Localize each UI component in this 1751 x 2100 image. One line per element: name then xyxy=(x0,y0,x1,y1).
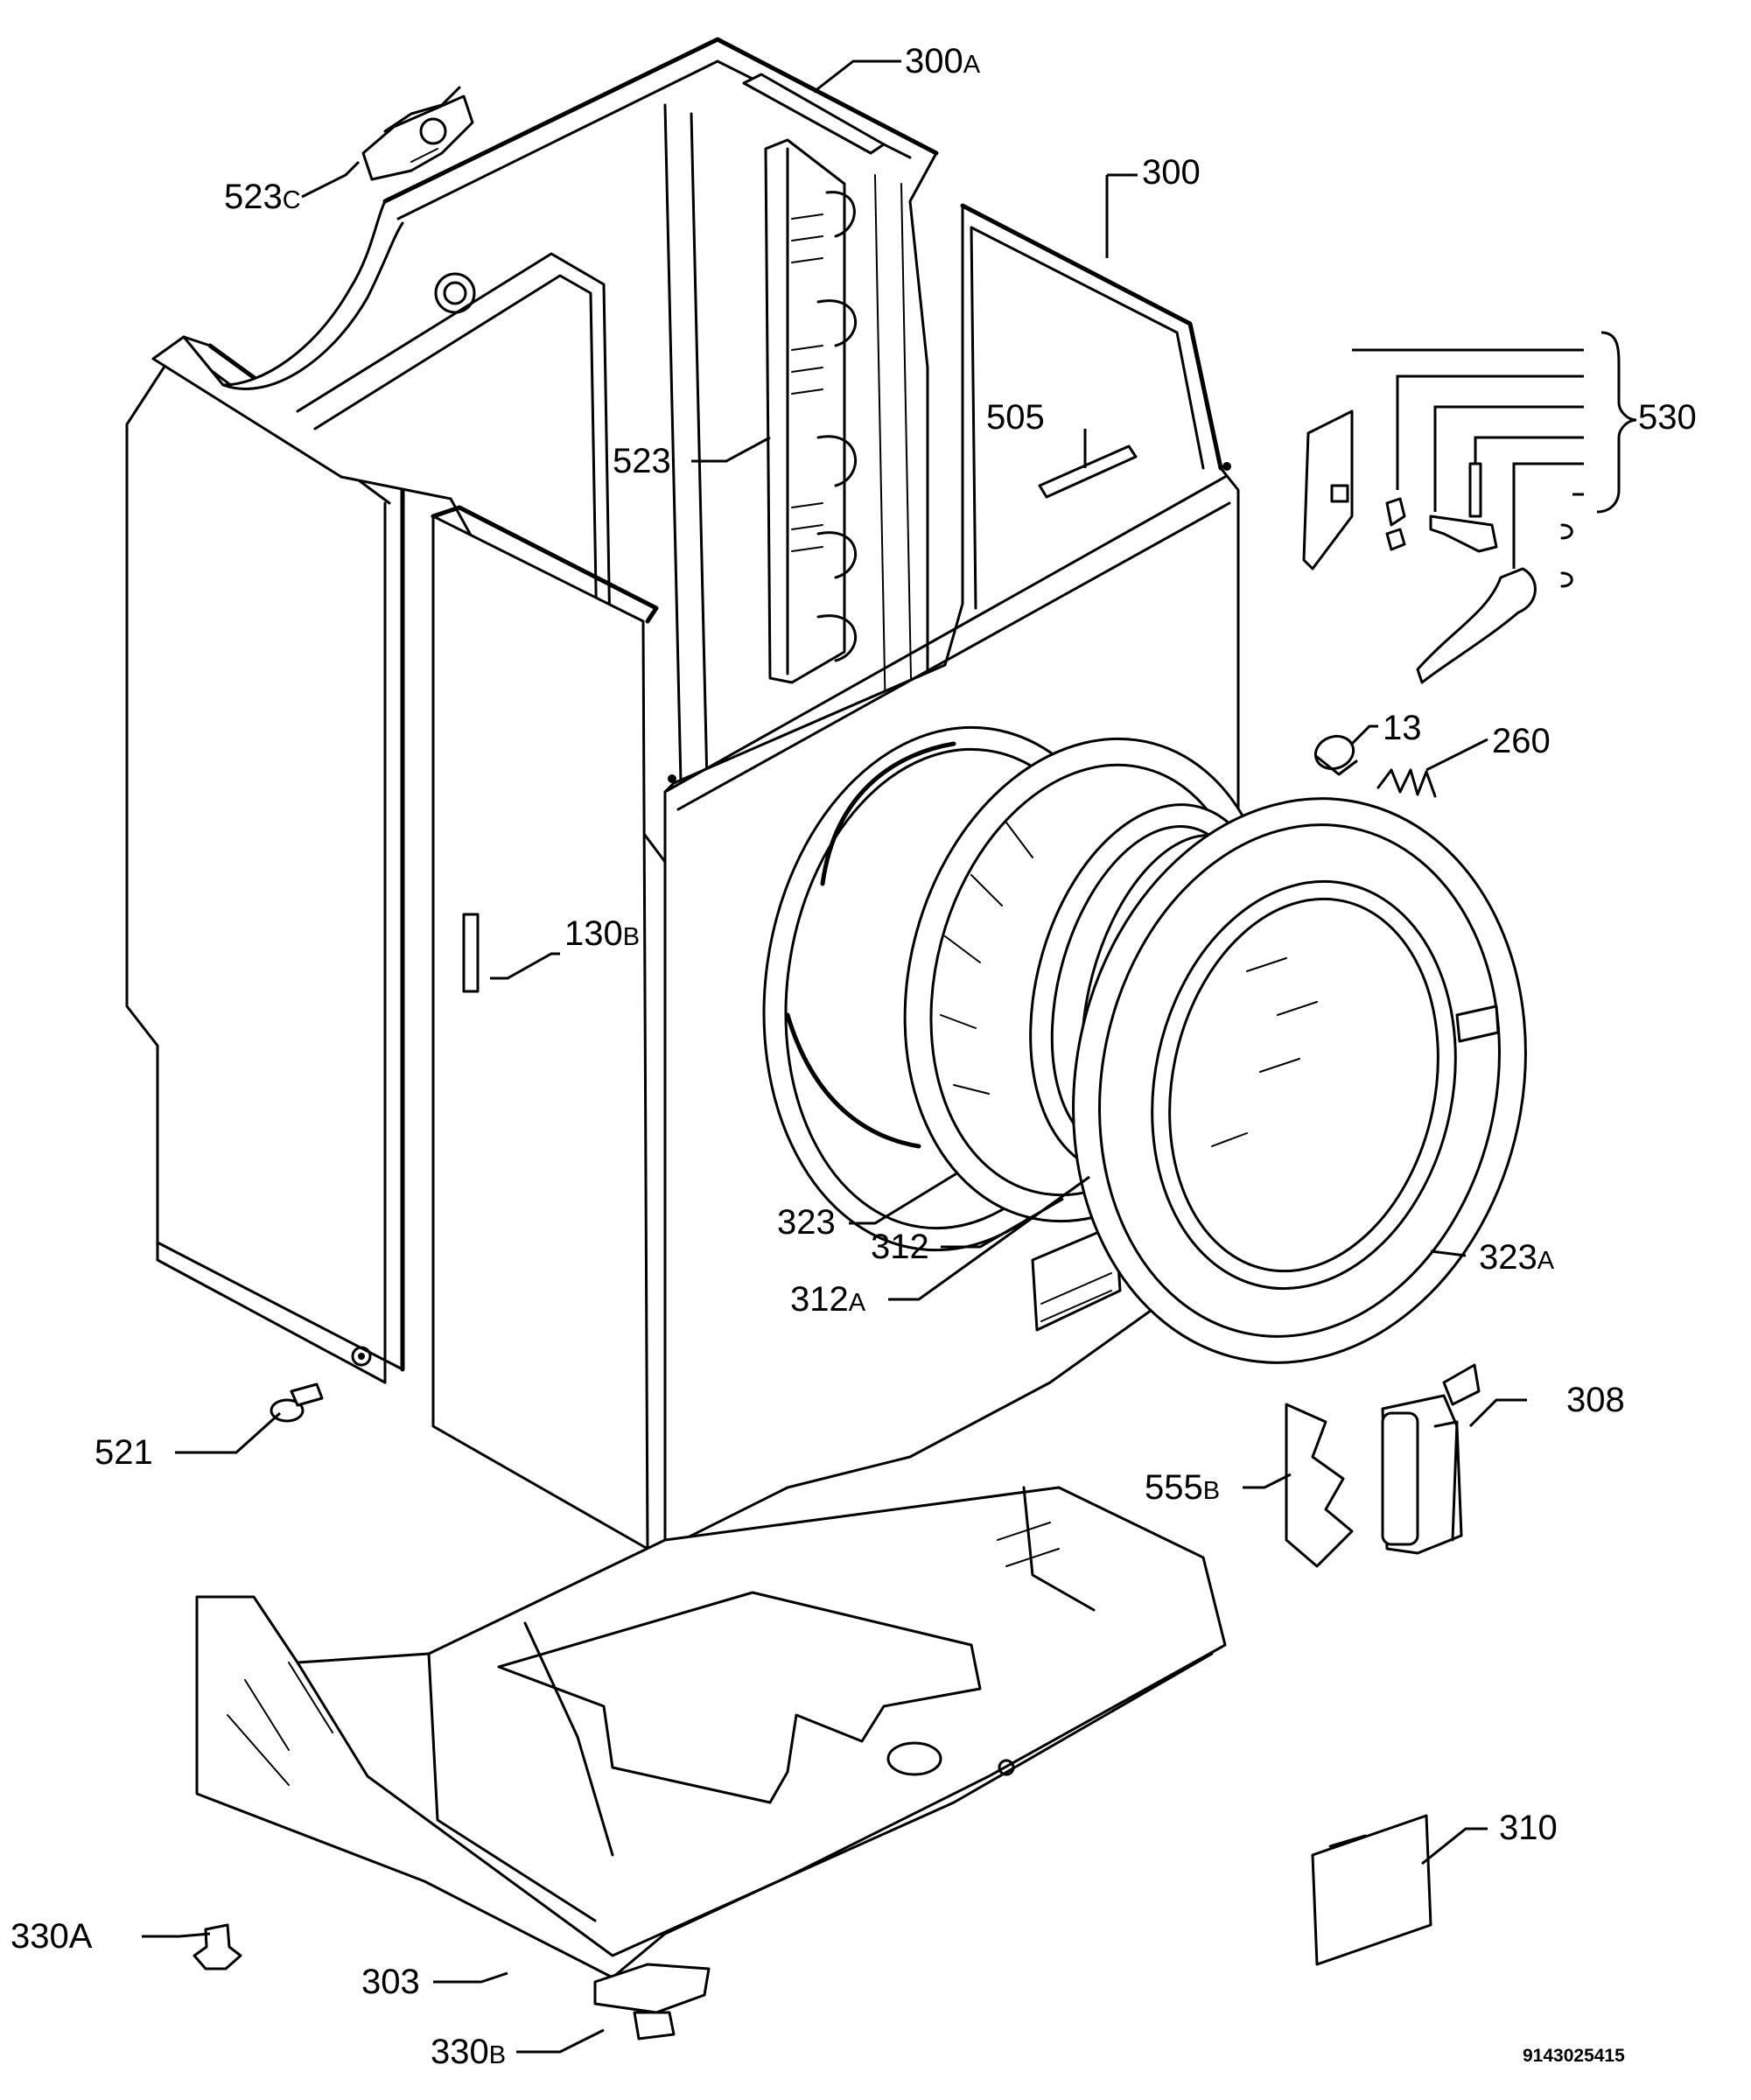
label-521: 521 xyxy=(95,1433,153,1472)
door-lock-kit-530 xyxy=(1302,331,1637,684)
foot-330a xyxy=(193,1923,242,1970)
label-505: 505 xyxy=(986,398,1045,437)
label-523c: 523C xyxy=(224,178,301,216)
top-clip-523c xyxy=(361,86,474,181)
drawing-code: 9143025415 xyxy=(1523,2046,1625,2066)
label-300a: 300A xyxy=(905,42,981,80)
label-303: 303 xyxy=(361,1963,420,2001)
spring-260 xyxy=(1376,768,1437,798)
label-310: 310 xyxy=(1499,1809,1558,1847)
screw-521 xyxy=(270,1382,324,1423)
door-323a xyxy=(1072,797,1527,1364)
base-frame-303 xyxy=(195,1486,1227,1979)
rear-bracket-523 xyxy=(764,138,858,684)
label-308: 308 xyxy=(1566,1381,1625,1419)
label-130b: 130B xyxy=(564,914,640,953)
filter-door-310 xyxy=(1311,1814,1432,1966)
foot-330b xyxy=(593,1963,711,2040)
label-530: 530 xyxy=(1638,398,1697,437)
front-left-panel xyxy=(431,505,659,1550)
label-523: 523 xyxy=(613,442,671,480)
label-312: 312 xyxy=(871,1228,929,1266)
label-323a: 323A xyxy=(1479,1238,1555,1277)
label-312a: 312A xyxy=(790,1280,866,1319)
label-260: 260 xyxy=(1492,722,1551,760)
label-13: 13 xyxy=(1383,709,1422,747)
bush-13 xyxy=(1313,734,1358,776)
left-side-panel xyxy=(125,335,405,1384)
leader-lines xyxy=(142,60,1527,2054)
label-330a: 330A xyxy=(11,1917,93,1956)
label-330b: 330B xyxy=(431,2033,506,2071)
part-labels: 300A 523C 300 505 523 530 13 260 130B 32… xyxy=(11,42,1697,2071)
hinge-308 xyxy=(1381,1363,1481,1555)
label-323: 323 xyxy=(777,1203,836,1242)
label-555b: 555B xyxy=(1145,1468,1220,1507)
hinge-cover-555b xyxy=(1285,1403,1354,1568)
label-300: 300 xyxy=(1142,153,1201,192)
